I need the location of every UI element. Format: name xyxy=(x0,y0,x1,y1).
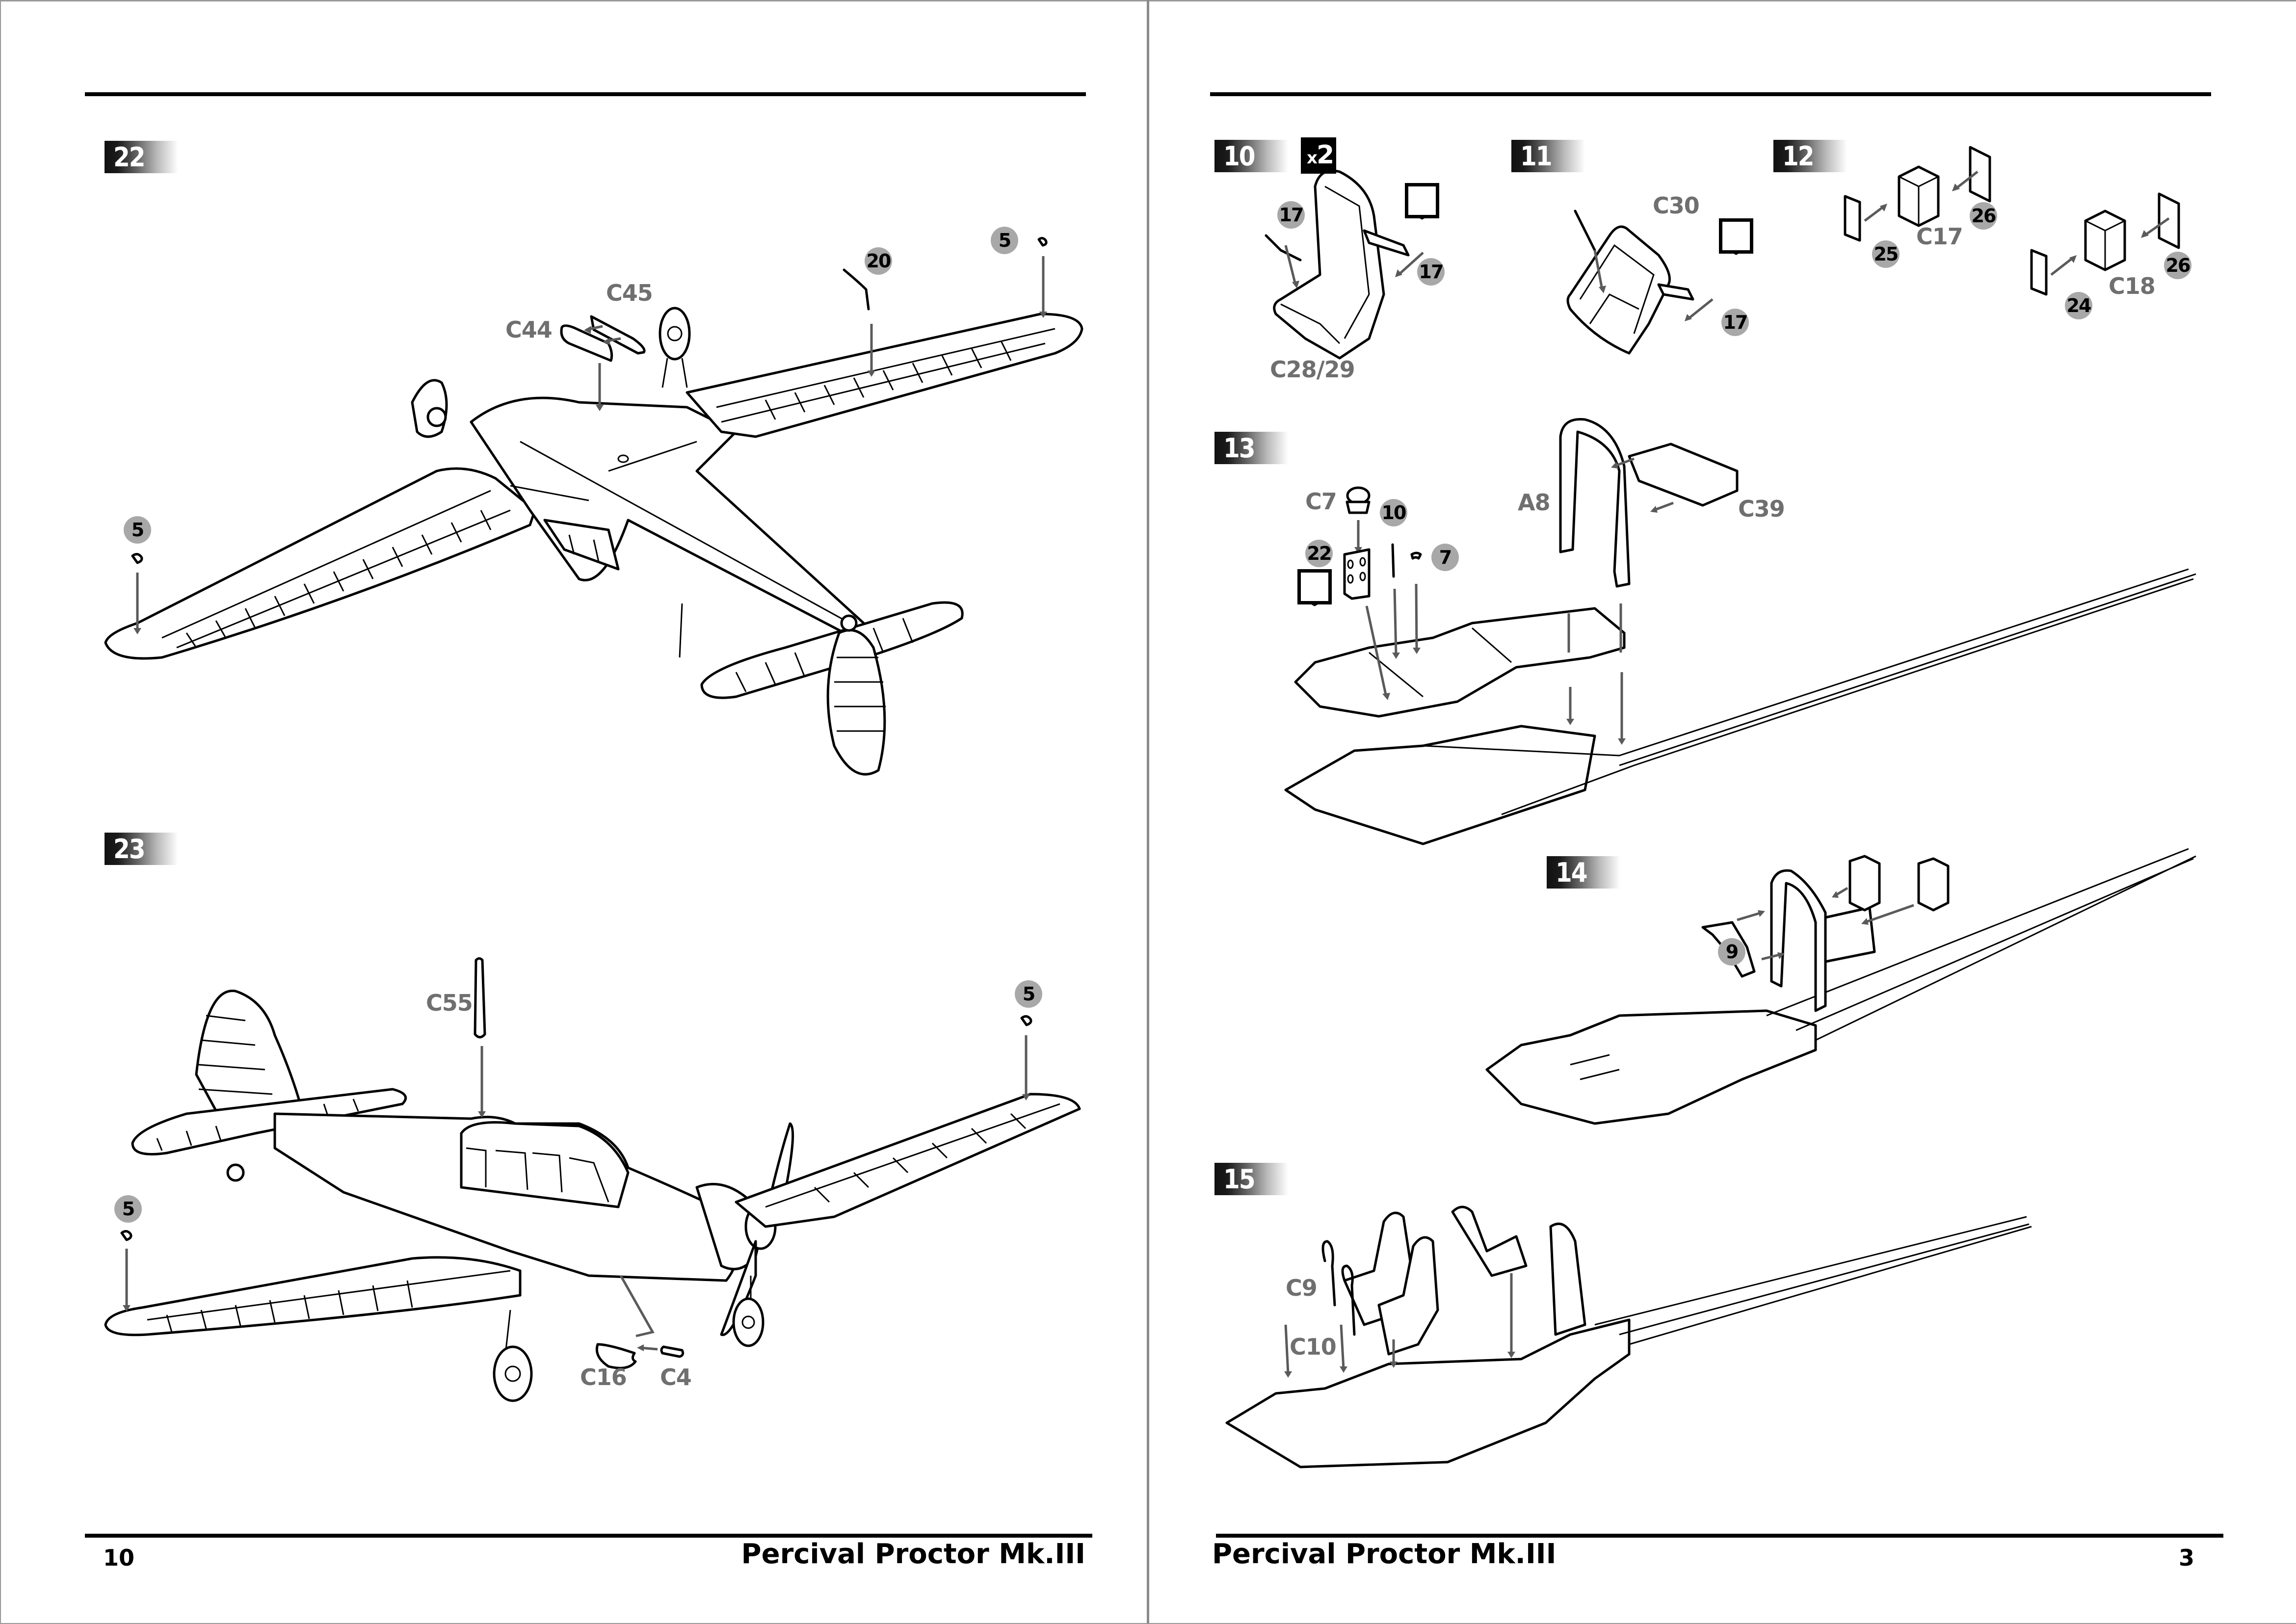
step-number: 11 xyxy=(1520,141,1553,172)
part-label-c18: C18 xyxy=(2109,273,2156,299)
step-23-badge: 23 xyxy=(105,833,178,865)
quantity-multiplier-badge: x2 xyxy=(1301,137,1336,174)
underside-attach-icon xyxy=(1405,183,1439,218)
step-12-badge: 12 xyxy=(1773,140,1847,172)
multiplier-prefix: x xyxy=(1307,148,1318,168)
right-footer-rule xyxy=(1216,1534,2223,1538)
right-page-number: 3 xyxy=(2179,1545,2195,1571)
part-label-c30: C30 xyxy=(1653,192,1700,219)
step-13-cockpit-floor-drawing xyxy=(1284,418,2196,845)
step-number: 15 xyxy=(1223,1164,1256,1195)
part-label-c10: C10 xyxy=(1290,1334,1337,1360)
part-label-c9: C9 xyxy=(1286,1275,1318,1301)
step-number: 10 xyxy=(1223,141,1256,172)
step-14-cockpit-drawing xyxy=(1485,848,2196,1125)
callout-20: 20 xyxy=(865,247,892,275)
callout-9: 9 xyxy=(1718,938,1745,966)
part-label-c28-29: C28/29 xyxy=(1270,356,1355,383)
step-22-badge: 22 xyxy=(105,141,178,173)
part-label-c39: C39 xyxy=(1738,496,1785,522)
step-10-badge: 10 xyxy=(1214,140,1288,172)
part-label-c45: C45 xyxy=(606,280,653,306)
step-14-badge: 14 xyxy=(1547,856,1620,889)
step-13-badge: 13 xyxy=(1214,432,1288,464)
callout-7: 7 xyxy=(1431,544,1459,571)
callout-17: 17 xyxy=(1721,309,1749,336)
step-number: 22 xyxy=(113,142,146,173)
callout-5: 5 xyxy=(124,516,151,544)
right-header-rule xyxy=(1210,92,2211,96)
step-11-badge: 11 xyxy=(1511,140,1585,172)
part-label-c16: C16 xyxy=(580,1364,627,1390)
left-footer-rule xyxy=(85,1534,1092,1538)
part-label-a8: A8 xyxy=(1518,489,1551,516)
callout-17: 17 xyxy=(1277,201,1305,229)
callout-5: 5 xyxy=(991,227,1018,254)
step-12-instrument-boxes-drawing xyxy=(1844,146,2180,296)
callout-26: 26 xyxy=(1970,202,1997,230)
callout-25: 25 xyxy=(1872,240,1900,268)
callout-26: 26 xyxy=(2164,252,2191,279)
left-page-number: 10 xyxy=(103,1545,135,1571)
callout-10: 10 xyxy=(1380,499,1407,526)
step-number: 13 xyxy=(1223,433,1256,464)
callout-24: 24 xyxy=(2065,292,2092,319)
book-spine-divider xyxy=(1147,0,1149,1624)
callout-5: 5 xyxy=(1015,980,1042,1008)
left-footer-title: Percival Proctor Mk.III xyxy=(741,1538,1085,1570)
multiplier-count: 2 xyxy=(1316,140,1334,170)
step-15-cockpit-drawing xyxy=(1225,1205,2032,1468)
left-header-rule xyxy=(85,92,1086,96)
step-number: 12 xyxy=(1782,141,1815,172)
step-number: 14 xyxy=(1556,857,1588,888)
step-15-badge: 15 xyxy=(1214,1163,1288,1195)
step-10-seat-drawing xyxy=(1265,169,1424,360)
part-label-c55: C55 xyxy=(426,990,473,1016)
right-footer-title: Percival Proctor Mk.III xyxy=(1212,1538,1557,1570)
step-number: 23 xyxy=(113,834,146,864)
step-23-aircraft-drawing xyxy=(104,957,1081,1402)
step-11-seat-drawing xyxy=(1566,210,1714,355)
step-22-aircraft-drawing xyxy=(104,236,1083,776)
part-label-c44: C44 xyxy=(505,316,553,343)
part-label-c4: C4 xyxy=(660,1364,692,1390)
part-label-c7: C7 xyxy=(1305,488,1337,515)
callout-17: 17 xyxy=(1417,258,1445,286)
part-label-c17: C17 xyxy=(1916,223,1963,250)
callout-22: 22 xyxy=(1305,540,1333,567)
underside-attach-icon xyxy=(1719,218,1753,254)
callout-5: 5 xyxy=(114,1195,142,1223)
underside-attach-icon xyxy=(1297,569,1332,604)
